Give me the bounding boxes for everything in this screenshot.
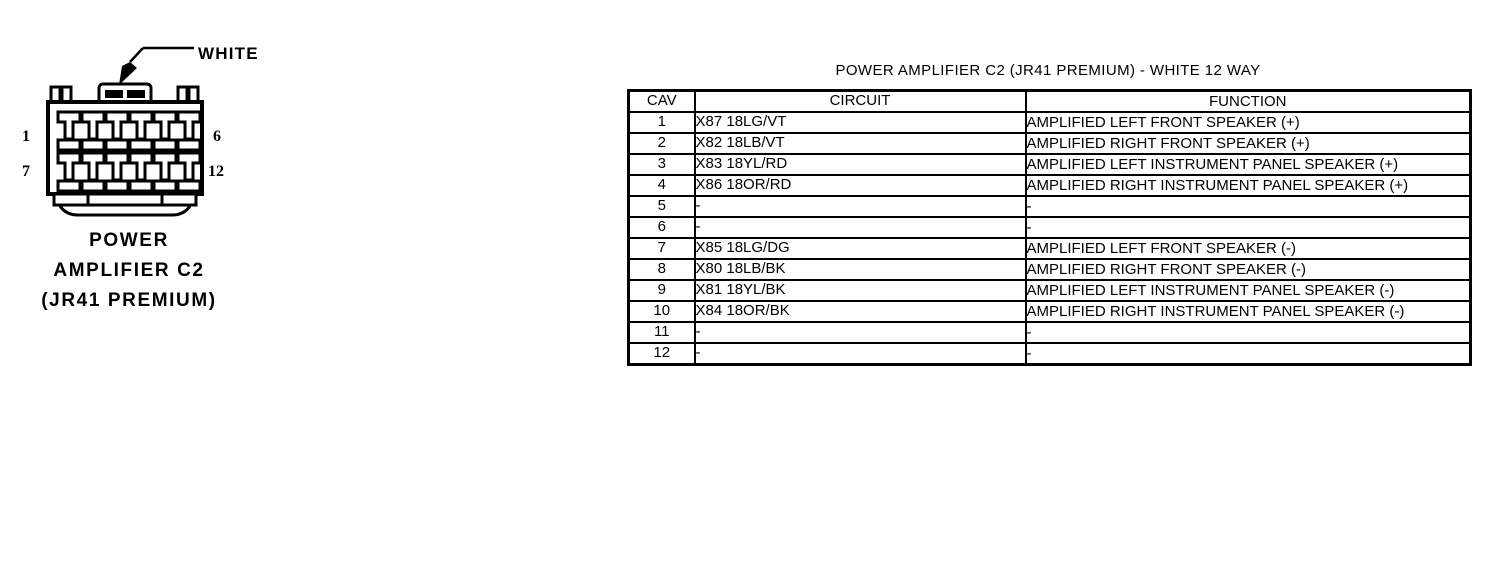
cell-cav: 3 <box>627 153 696 176</box>
cell-function: - <box>1024 321 1472 344</box>
cell-circuit: X86 18OR/RD <box>693 174 1027 197</box>
column-header-function: FUNCTION <box>1024 89 1472 113</box>
cell-function: - <box>1024 342 1472 366</box>
cell-cav: 12 <box>627 342 696 366</box>
cell-circuit: X83 18YL/RD <box>693 153 1027 176</box>
connector-caption: POWER AMPLIFIER C2 (JR41 PREMIUM) <box>0 226 258 316</box>
connector-caption-line-1: POWER <box>89 230 169 251</box>
connector-cavity-row-top <box>56 110 202 152</box>
cell-function: AMPLIFIED RIGHT FRONT SPEAKER (-) <box>1024 258 1472 281</box>
cell-cav: 9 <box>627 279 696 302</box>
cell-circuit: X84 18OR/BK <box>693 300 1027 323</box>
pin-number-7: 7 <box>22 163 30 180</box>
connector-diagram-panel: WHITE <box>0 0 300 330</box>
cell-cav: 1 <box>627 111 696 134</box>
cell-circuit: - <box>693 216 1027 239</box>
cell-function: AMPLIFIED LEFT FRONT SPEAKER (-) <box>1024 237 1472 260</box>
table-row: 5-- <box>627 195 1472 218</box>
cell-circuit: X85 18LG/DG <box>693 237 1027 260</box>
connector-body-graphic <box>46 82 204 217</box>
column-header-circuit: CIRCUIT <box>693 89 1027 113</box>
cell-function: AMPLIFIED LEFT INSTRUMENT PANEL SPEAKER … <box>1024 153 1472 176</box>
cell-circuit: X81 18YL/BK <box>693 279 1027 302</box>
cell-circuit: X82 18LB/VT <box>693 132 1027 155</box>
table-row: 11-- <box>627 321 1472 344</box>
cell-function: - <box>1024 216 1472 239</box>
cell-cav: 8 <box>627 258 696 281</box>
connector-bottom-flange <box>52 192 198 217</box>
pinout-table-panel: POWER AMPLIFIER C2 (JR41 PREMIUM) - WHIT… <box>627 62 1472 366</box>
cell-cav: 11 <box>627 321 696 344</box>
cell-circuit: X80 18LB/BK <box>693 258 1027 281</box>
cell-circuit: - <box>693 321 1027 344</box>
cell-function: AMPLIFIED LEFT FRONT SPEAKER (+) <box>1024 111 1472 134</box>
connector-cavity-row-bottom <box>56 151 202 193</box>
cell-function: AMPLIFIED RIGHT INSTRUMENT PANEL SPEAKER… <box>1024 174 1472 197</box>
cell-cav: 7 <box>627 237 696 260</box>
pin-number-6: 6 <box>213 128 221 145</box>
cell-cav: 10 <box>627 300 696 323</box>
table-title: POWER AMPLIFIER C2 (JR41 PREMIUM) - WHIT… <box>835 62 1261 79</box>
connector-color-callout-label: WHITE <box>198 44 259 63</box>
connector-caption-line-2: AMPLIFIER C2 <box>53 260 205 281</box>
pin-number-12: 12 <box>208 163 224 180</box>
cell-cav: 2 <box>627 132 696 155</box>
cell-function: AMPLIFIED LEFT INSTRUMENT PANEL SPEAKER … <box>1024 279 1472 302</box>
callout-leader-line <box>119 46 194 85</box>
cell-function: - <box>1024 195 1472 218</box>
cell-cav: 4 <box>627 174 696 197</box>
table-row: 6-- <box>627 216 1472 239</box>
table-row: 12-- <box>627 342 1472 366</box>
cell-circuit: - <box>693 342 1027 366</box>
cell-cav: 5 <box>627 195 696 218</box>
column-header-cav: CAV <box>627 89 696 113</box>
cell-circuit: X87 18LG/VT <box>693 111 1027 134</box>
cell-function: AMPLIFIED RIGHT INSTRUMENT PANEL SPEAKER… <box>1024 300 1472 323</box>
pin-number-1: 1 <box>22 128 30 145</box>
connector-caption-line-3: (JR41 PREMIUM) <box>41 290 217 311</box>
cell-function: AMPLIFIED RIGHT FRONT SPEAKER (+) <box>1024 132 1472 155</box>
cell-circuit: - <box>693 195 1027 218</box>
cell-cav: 6 <box>627 216 696 239</box>
table-header-row: CAV CIRCUIT FUNCTION <box>627 89 1472 113</box>
